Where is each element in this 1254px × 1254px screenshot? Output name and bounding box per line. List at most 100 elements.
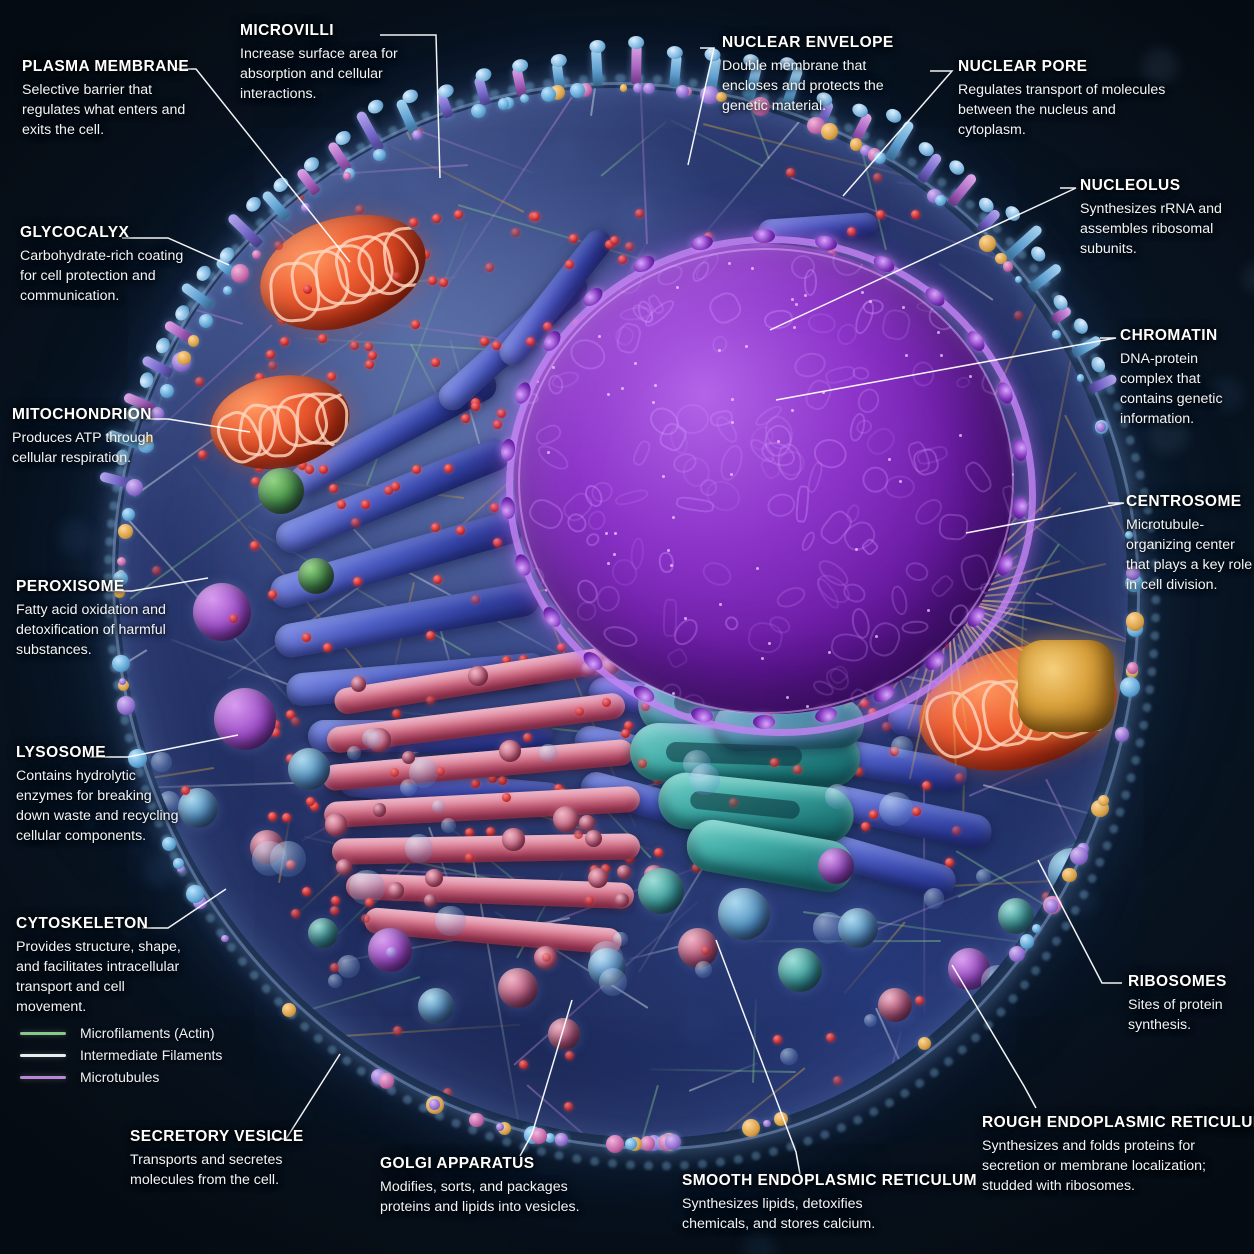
membrane-protein [874, 152, 886, 165]
ribosome-particle [301, 632, 311, 642]
microvillus [355, 109, 385, 153]
chromatin-granule [950, 289, 954, 293]
membrane-protein [570, 83, 585, 98]
membrane-protein [716, 91, 727, 103]
cytoplasmic-bubble [441, 817, 457, 833]
cytoskeleton-filament [647, 1067, 806, 1138]
free-ribosome [279, 1021, 289, 1031]
chromatin-strand [954, 375, 972, 390]
chromatin-granule [804, 293, 808, 297]
chromatin-granule [805, 705, 809, 709]
chromatin-strand [944, 633, 977, 663]
label-description: Modifies, sorts, and packages proteins a… [380, 1178, 580, 1215]
free-ribosome [326, 126, 336, 136]
cytoskeleton-filament [608, 1084, 659, 1138]
free-ribosome [273, 241, 283, 251]
golgi-vesicle [616, 864, 632, 880]
chromatin-strand [601, 622, 641, 651]
cytoplasmic-bubble [1003, 1062, 1019, 1078]
membrane-protein [230, 264, 250, 283]
chromatin-strand [712, 412, 742, 446]
chromatin-granule [605, 531, 609, 535]
ribosome-particle [860, 698, 870, 708]
cytoskeleton-filament [650, 1068, 797, 1074]
free-ribosome [267, 360, 277, 370]
label-description: Microtubule-organizing center that plays… [1126, 516, 1253, 594]
membrane-protein [1044, 899, 1059, 913]
chromatin-granule [821, 391, 825, 395]
membrane-protein [918, 1037, 932, 1051]
cytoplasmic-bubble [613, 931, 628, 947]
cytoskeleton-filament [635, 88, 649, 245]
chromatin-granule [544, 588, 548, 592]
transport-vesicle [1108, 888, 1128, 926]
free-ribosome [574, 830, 584, 840]
chromatin-granule [969, 374, 973, 378]
chromatin-granule [620, 387, 624, 391]
membrane-protein [117, 679, 129, 691]
cytoplasmic-bubble [864, 1013, 878, 1027]
chromatin-granule [654, 384, 658, 388]
ribosome-particle [298, 460, 308, 470]
chromatin-granule [898, 479, 902, 483]
cytoplasmic-bubble [812, 912, 845, 944]
chromatin-granule [517, 529, 521, 533]
chromatin-granule [670, 564, 674, 568]
free-ribosome [585, 895, 595, 905]
free-ribosome [301, 887, 311, 897]
label-title: NUCLEOLUS [1080, 177, 1181, 194]
chromatin-strand [709, 334, 730, 355]
free-ribosome [624, 242, 634, 252]
chromatin-strand [911, 361, 936, 388]
microvillus-tip [627, 36, 645, 50]
free-ribosome [785, 167, 795, 177]
free-ribosome [638, 758, 648, 768]
membrane-protein [774, 1112, 788, 1126]
chromatin-granule [651, 401, 655, 405]
ribosome-particle [433, 575, 443, 585]
label-nuclear-envelope: NUCLEAR ENVELOPE Double membrane that en… [722, 34, 922, 116]
free-ribosome [170, 287, 180, 297]
lysosome-organelle [193, 583, 251, 641]
label-description: Selective barrier that regulates what en… [22, 81, 186, 138]
membrane-protein [116, 556, 127, 567]
legend-label: Intermediate Filaments [80, 1047, 223, 1063]
free-ribosome [1070, 276, 1080, 286]
chromatin-granule [756, 567, 760, 571]
free-ribosome [144, 342, 154, 352]
cytoplasmic-bubble [172, 955, 207, 990]
free-ribosome [989, 132, 999, 142]
ribosome-particle [860, 822, 870, 832]
membrane-protein [281, 1002, 296, 1017]
membrane-protein [1032, 924, 1041, 933]
chromatin-strand [533, 421, 565, 449]
membrane-protein [934, 194, 947, 207]
membrane-protein [1125, 612, 1145, 631]
ribosome-particle [491, 341, 501, 351]
chromatin-granule [791, 298, 795, 302]
ribosome-particle [266, 350, 276, 360]
free-ribosome [330, 962, 340, 972]
free-ribosome [877, 1098, 887, 1108]
ribosome-particle [323, 642, 333, 652]
ribosome-particle [411, 320, 421, 330]
label-golgi-apparatus: GOLGI APPARATUS Modifies, sorts, and pac… [380, 1155, 590, 1217]
ribosome-particle [921, 780, 931, 790]
chromatin-granule [875, 634, 879, 638]
cytoplasmic-bubble [689, 763, 721, 795]
ribosome-particle [364, 359, 374, 369]
ribosome-particle [496, 409, 506, 419]
chromatin-granule [745, 345, 749, 349]
membrane-protein [750, 96, 770, 117]
cytoplasmic-bubble [408, 757, 439, 788]
ribosome-particle [618, 255, 628, 265]
cytoplasmic-bubble [346, 745, 361, 760]
chromatin-strand [664, 646, 689, 670]
cytoplasmic-bubble [432, 799, 446, 813]
membrane-protein [151, 407, 165, 421]
golgi-vesicle [578, 815, 595, 832]
cytoplasmic-bubble [337, 955, 361, 979]
membrane-protein [632, 82, 644, 94]
microvillus-tip [946, 157, 968, 179]
membrane-protein [117, 696, 136, 715]
